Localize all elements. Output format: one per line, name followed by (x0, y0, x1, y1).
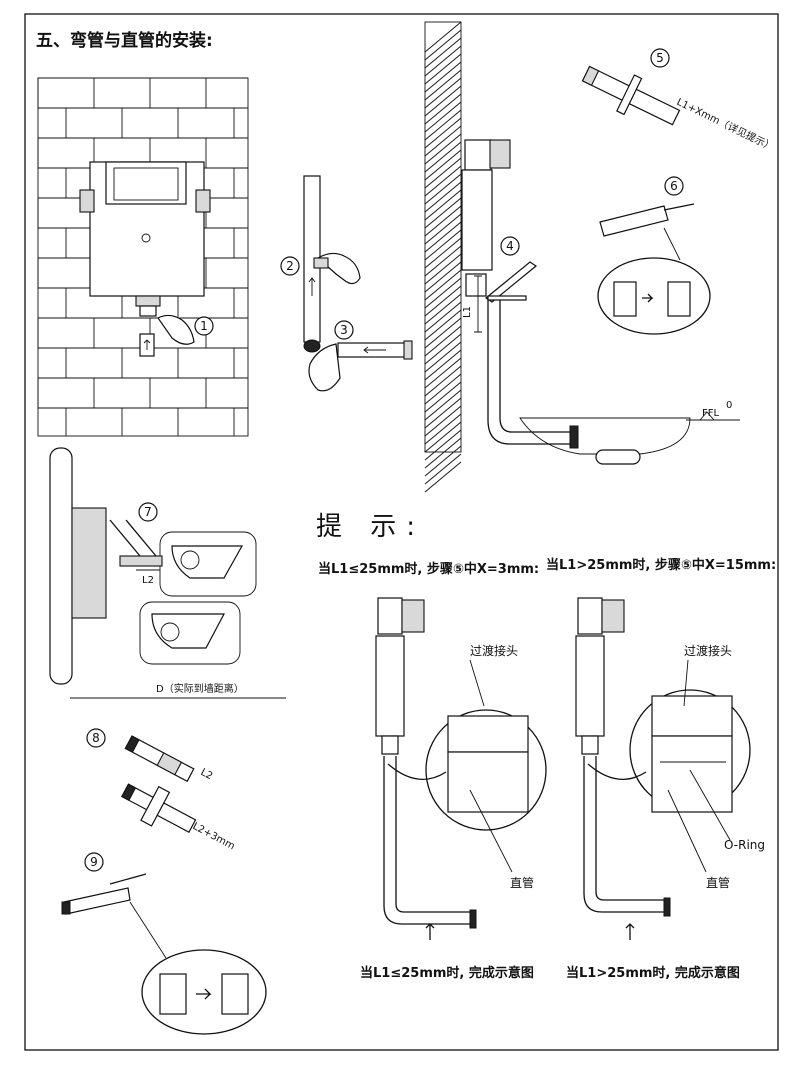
step-number-8: 8 (92, 731, 100, 745)
step-circle-2 (280, 256, 300, 276)
l1-dimension-line (474, 275, 482, 333)
outer-border (24, 13, 779, 1051)
bend-pipe (487, 298, 579, 449)
tip-right-valve (575, 597, 625, 755)
side-view-wall (49, 447, 286, 699)
chamfer-detail-9 (129, 901, 267, 1035)
dim-l1-plus-x: L1+Xmm（详见提示） (675, 95, 777, 153)
tip-right-up-arrow (625, 923, 635, 940)
step-number-5: 5 (656, 51, 664, 65)
right-caption: 当L1>25mm时, 完成示意图 (566, 966, 740, 981)
brick-wall (37, 77, 249, 437)
step-circle-1 (194, 316, 214, 336)
pipe-step-8a (124, 735, 195, 783)
step-number-9: 9 (90, 855, 98, 869)
tip-left-zoom-arrow (387, 763, 447, 780)
step-circle-3 (334, 320, 354, 340)
tip-left-valve (375, 597, 425, 755)
chamfer-detail-6 (597, 227, 711, 335)
tip-right-pipe (583, 756, 671, 917)
leader-pipe-right (667, 789, 707, 873)
tip-left-up-arrow (425, 923, 435, 940)
dim-l2-step8: L2 (199, 767, 215, 782)
section-title: 五、弯管与直管的安装: (36, 31, 213, 51)
step-circle-5 (650, 48, 670, 68)
toilet-bottom (139, 601, 241, 665)
measure-step-7 (109, 519, 163, 571)
step-number-1: 1 (200, 319, 208, 333)
pipe-step-8b (121, 783, 197, 834)
flush-valve (461, 139, 511, 297)
dim-l2-step7: L2 (142, 575, 154, 586)
tip-right-zoom-circle (629, 689, 751, 813)
ffl-label: FFL (702, 408, 720, 419)
basin (519, 417, 691, 465)
dim-l2-plus-3: L2+3mm (191, 821, 237, 852)
step-number-2: 2 (286, 259, 294, 273)
tip-left-pipe (383, 756, 477, 929)
pipe-step-3 (308, 340, 413, 392)
step-circle-8 (86, 728, 106, 748)
dim-d-label: D（实际到墙距离） (156, 682, 244, 695)
oring-label: O-Ring (724, 838, 766, 852)
leader-pipe-left (469, 789, 513, 873)
tips-heading: 提 示: (316, 512, 426, 542)
step-number-3: 3 (340, 323, 348, 337)
pipe-step-2 (303, 175, 361, 353)
step-circle-9 (84, 852, 104, 872)
pipe-step-9 (61, 873, 147, 915)
step-circle-7 (138, 502, 158, 522)
toilet-top (159, 531, 257, 597)
adapter-label-left: 过渡接头 (470, 644, 519, 658)
tip-right-zoom-arrow (587, 763, 647, 780)
ffl-mark (686, 411, 740, 421)
adapter-label-right: 过渡接头 (684, 644, 733, 658)
dim-l1: L1 (462, 306, 473, 318)
tip-left-zoom-circle (425, 709, 547, 831)
cistern-tank (79, 161, 211, 317)
ffl-zero: 0 (726, 400, 732, 411)
step-circle-6 (664, 176, 684, 196)
left-condition: 当L1≤25mm时, 步骤⑤中X=3mm: (318, 562, 540, 577)
right-condition: 当L1>25mm时, 步骤⑤中X=15mm: (546, 558, 777, 573)
left-caption: 当L1≤25mm时, 完成示意图 (360, 966, 534, 981)
pipe-label-left: 直管 (510, 876, 535, 890)
step-number-4: 4 (506, 239, 514, 253)
pipe-step-6 (599, 203, 695, 237)
step-circle-4 (500, 236, 520, 256)
ruler-step-4 (484, 261, 538, 303)
wall-section (424, 21, 462, 493)
leader-adapter-left (469, 659, 485, 707)
step-number-6: 6 (670, 179, 678, 193)
pipe-step-5 (581, 65, 681, 126)
hand-step-1 (139, 314, 195, 357)
leader-adapter-right (683, 659, 689, 707)
step-number-7: 7 (144, 505, 152, 519)
pipe-label-right: 直管 (706, 876, 731, 890)
leader-oring (689, 769, 731, 841)
